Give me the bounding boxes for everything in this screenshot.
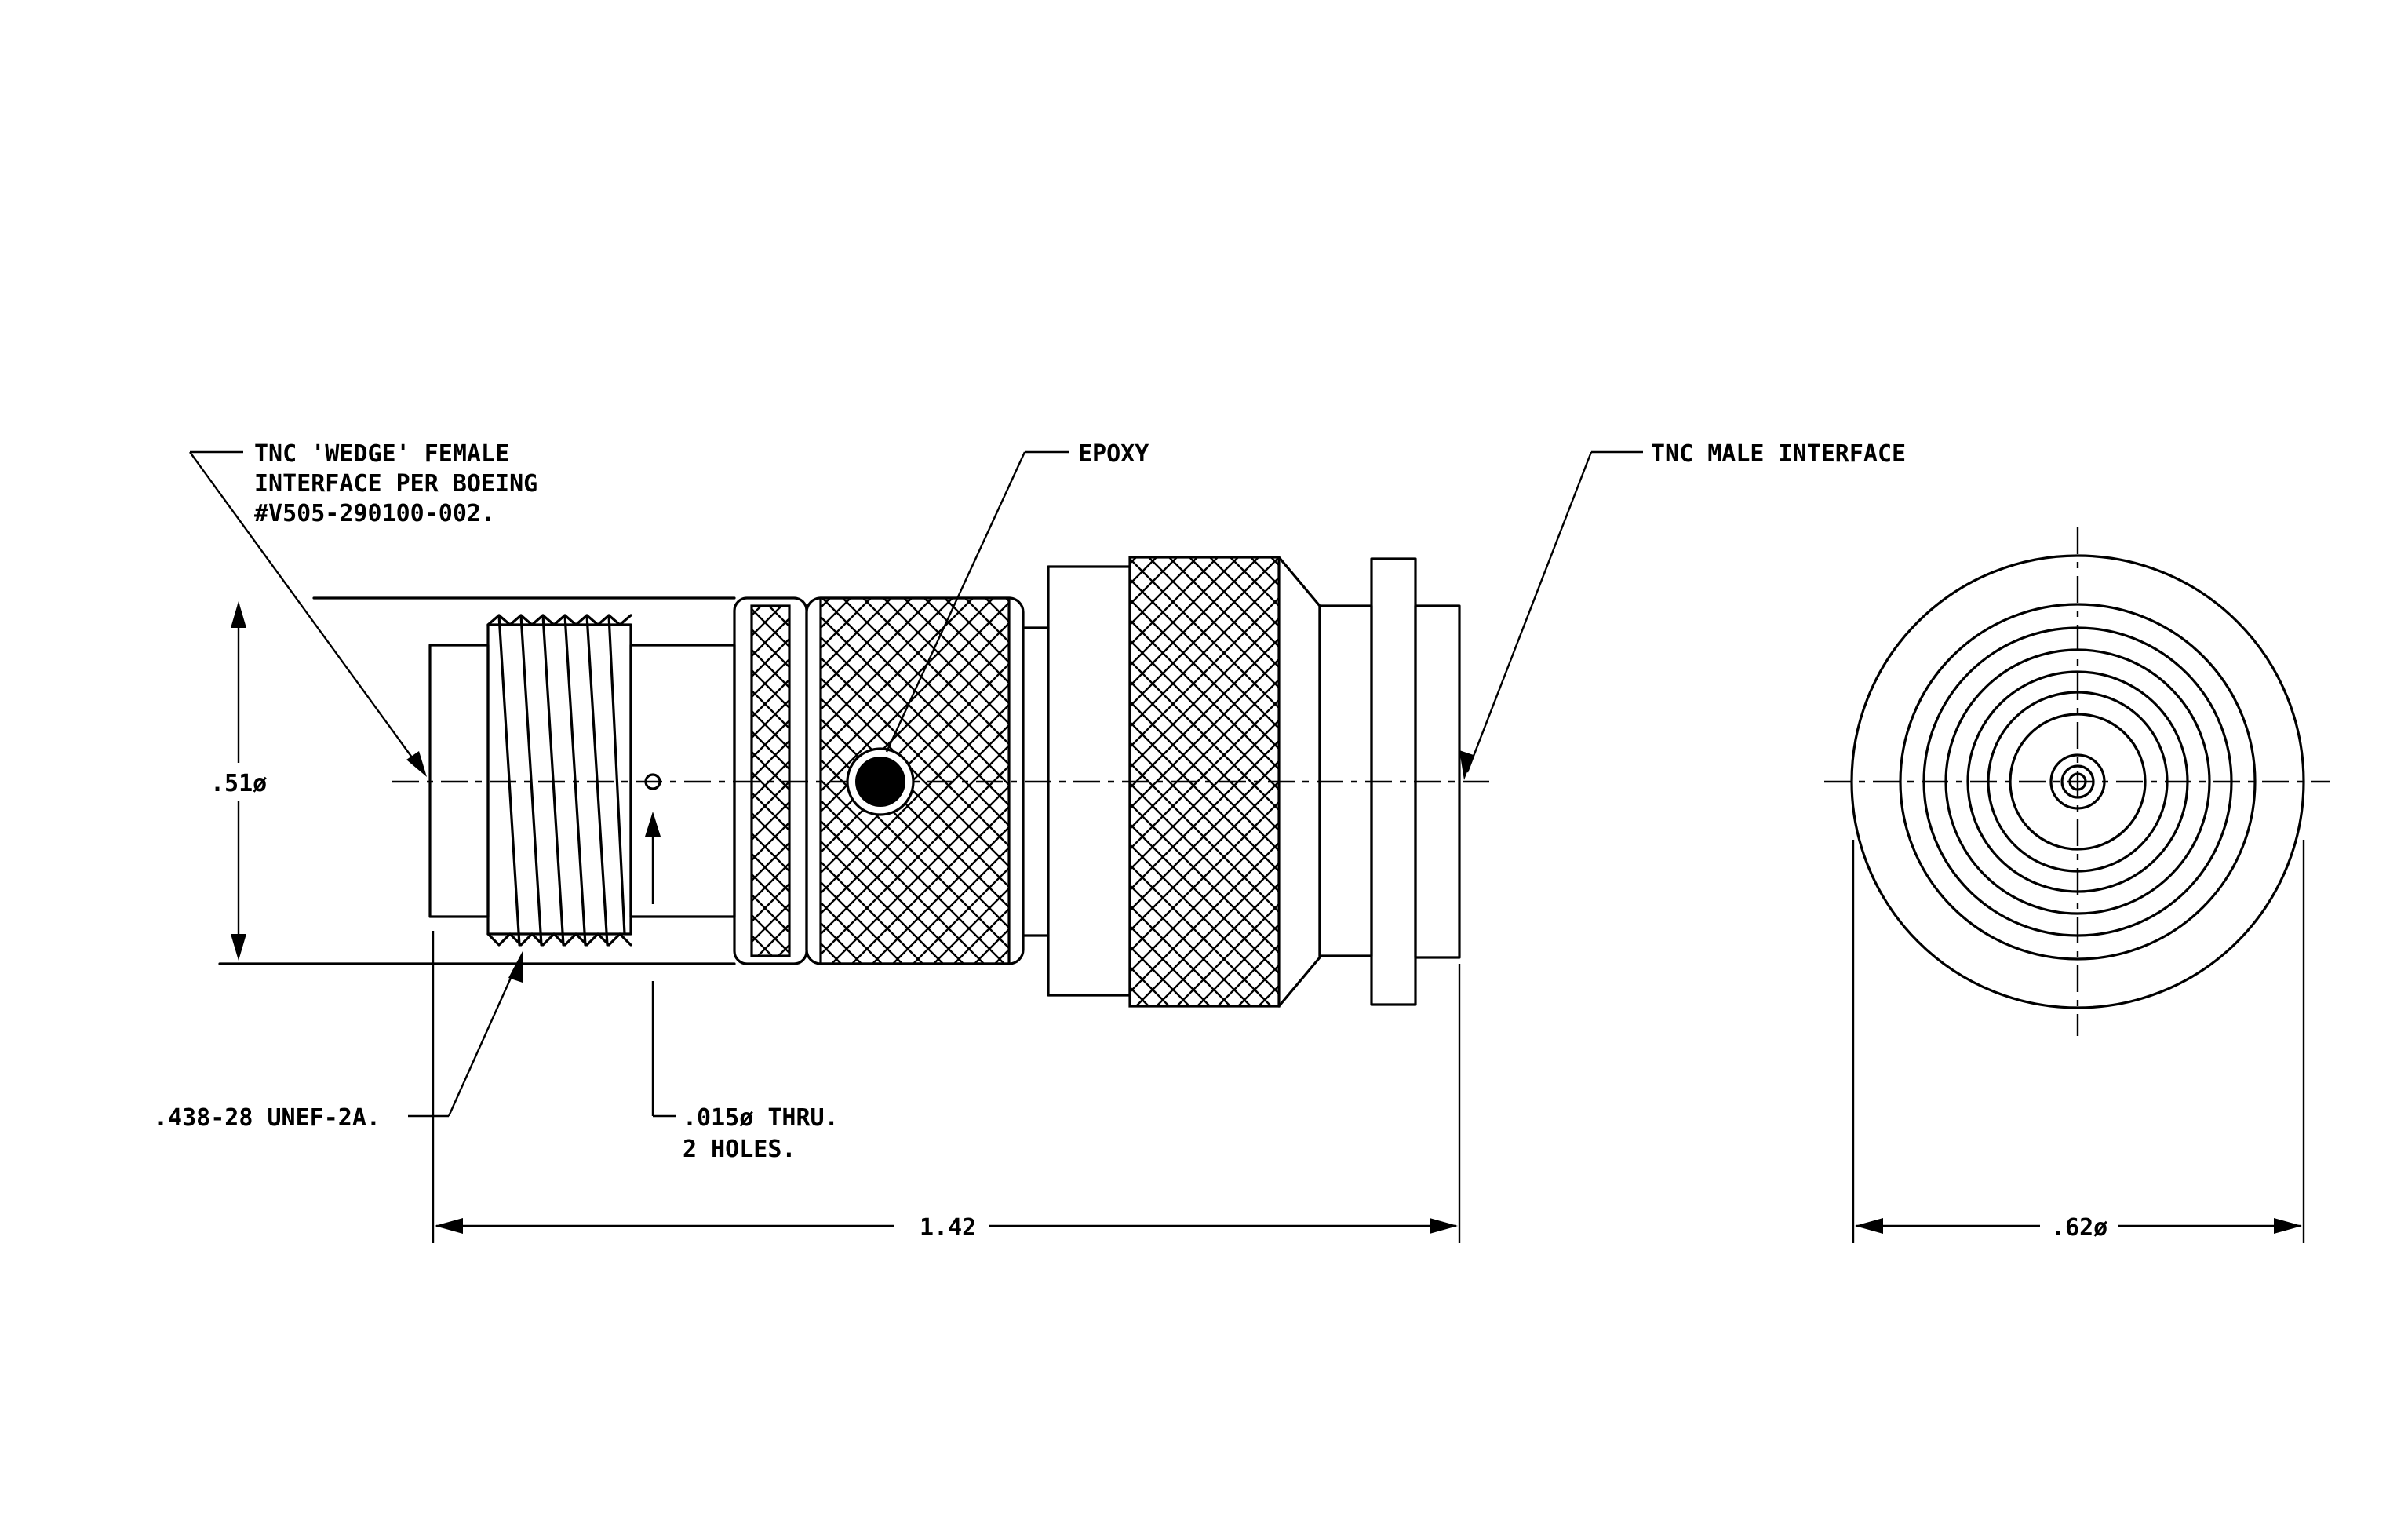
- leader-epoxy: [885, 450, 1069, 753]
- thread-label: .438-28 UNEF-2A.: [154, 1104, 381, 1132]
- leader-wedge: [189, 450, 427, 777]
- wedge-label-line1: TNC 'WEDGE' FEMALE: [254, 440, 509, 468]
- thru-hole-mark: [644, 773, 661, 790]
- holes-label-line2: 2 HOLES.: [683, 1136, 796, 1163]
- wedge-label-line2: INTERFACE PER BOEING: [254, 470, 537, 498]
- dia-062-label: .62ø: [2051, 1214, 2107, 1242]
- epoxy-label: EPOXY: [1078, 440, 1149, 468]
- hole-arrow: [645, 812, 661, 837]
- end-view: [1824, 527, 2330, 1036]
- wedge-label-line3: #V505-290100-002.: [254, 500, 495, 527]
- length-label: 1.42: [920, 1214, 976, 1242]
- male-interface-label: TNC MALE INTERFACE: [1651, 440, 1906, 468]
- knurl-ring-1: [733, 596, 808, 965]
- leader-male: [1459, 450, 1643, 780]
- dimension-051: [231, 601, 246, 961]
- holes-label-line1: .015ø THRU.: [683, 1104, 839, 1132]
- male-end-tip: [1414, 604, 1461, 959]
- dimension-062: [1852, 840, 2305, 1243]
- coupling-nut: [1128, 556, 1321, 1008]
- epoxy-dot: [855, 757, 905, 807]
- leader-thread: [408, 951, 523, 1118]
- dimension-142: [432, 931, 1461, 1243]
- end-outer-circle: [1850, 554, 2305, 1009]
- side-view: [218, 556, 1491, 1008]
- leader-holes: [651, 981, 676, 1118]
- thread-section: [486, 614, 632, 947]
- dia-051-label: .51ø: [210, 770, 267, 797]
